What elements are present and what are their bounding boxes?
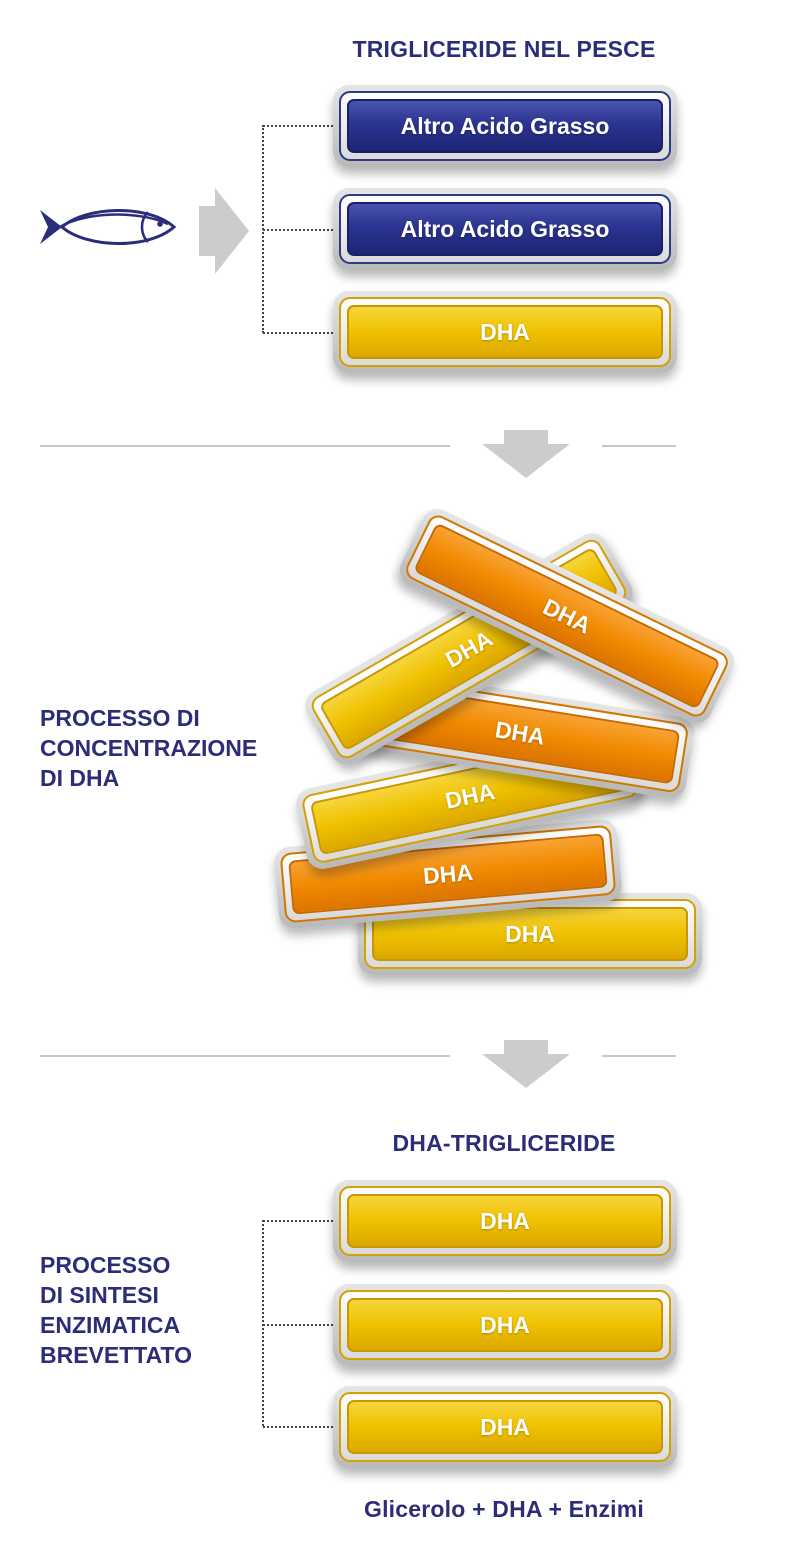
divider-right-2 [602,1055,676,1057]
bracket-line-bottom [262,1220,264,1426]
divider-right-1 [602,445,676,447]
connector-bottom-2 [263,1324,333,1326]
label-line: BREVETTATO [40,1342,193,1368]
bar-bottom-1: DHA [333,1180,677,1262]
side-label-synthesis: PROCESSO DI SINTESI ENZIMATICA BREVETTAT… [40,1250,192,1370]
arrow-down-icon [482,430,570,478]
caption-glycerol: Glicerolo + DHA + Enzimi [363,1496,644,1522]
connector-bottom-3 [263,1426,333,1428]
bar-stack-1: DHA [358,893,702,975]
label-line: PROCESSO DI [40,705,200,731]
connector-top-1 [263,125,333,127]
connector-top-3 [263,332,333,334]
label-line: PROCESSO [40,1252,171,1278]
connector-top-2 [263,229,333,231]
label-line: CONCENTRAZIONE [40,735,258,761]
divider-left-1 [40,445,450,447]
bar-label: DHA [347,1194,663,1248]
label-line: DI SINTESI [40,1282,159,1308]
bar-label: DHA [347,1400,663,1454]
label-line: ENZIMATICA [40,1312,181,1338]
bar-top-3: DHA [333,291,677,373]
bar-label: Altro Acido Grasso [347,202,663,256]
bar-label: DHA [347,305,663,359]
side-label-concentration: PROCESSO DI CONCENTRAZIONE DI DHA [40,703,257,793]
bar-label: DHA [347,1298,663,1352]
arrow-right-icon [199,188,249,274]
section-title-fish-triglyceride: TRIGLICERIDE NEL PESCE [352,36,656,62]
divider-left-2 [40,1055,450,1057]
section-title-dha-triglyceride: DHA-TRIGLICERIDE [392,1130,616,1156]
fish-icon [40,209,177,245]
bar-bottom-2: DHA [333,1284,677,1366]
bar-label: Altro Acido Grasso [347,99,663,153]
arrow-down-icon [482,1040,570,1088]
bar-top-2: Altro Acido Grasso [333,188,677,270]
bar-label: DHA [372,907,688,961]
label-line: DI DHA [40,765,120,791]
bar-bottom-3: DHA [333,1386,677,1468]
connector-bottom-1 [263,1220,333,1222]
bar-top-1: Altro Acido Grasso [333,85,677,167]
